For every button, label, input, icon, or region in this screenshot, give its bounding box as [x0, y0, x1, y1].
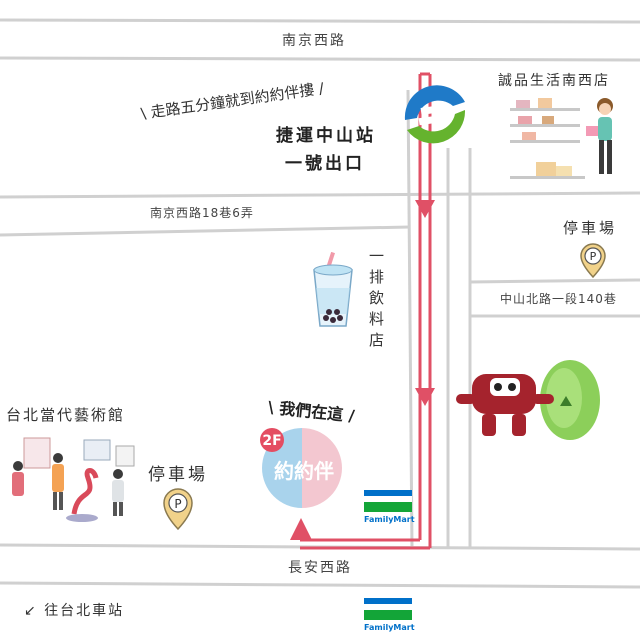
- road-label-zhongshan-140: 中山北路一段140巷: [500, 292, 617, 306]
- route-arrow-down-1: [415, 200, 435, 218]
- robot-mascot-illustration: [456, 360, 600, 440]
- shopping-illustration: [510, 98, 613, 179]
- road-label-nanjing-west: 南京西路: [282, 33, 346, 49]
- route-arrow-up: [290, 518, 312, 540]
- road-label-changan-west: 長安西路: [288, 560, 352, 576]
- familymart-logo-bottom: FamilyMart: [364, 598, 415, 632]
- route-arrow-down-2: [415, 388, 435, 406]
- brand-floor: 2F: [262, 433, 281, 449]
- familymart-label: FamilyMart: [364, 515, 415, 524]
- store-name: 誠品生活南西店: [498, 73, 610, 89]
- parking-symbol: P: [174, 497, 181, 511]
- museum-illustration: [12, 437, 135, 522]
- mrt-exit-name: 一號出口: [285, 154, 365, 174]
- slash-left-icon: \: [267, 397, 275, 418]
- to-station-hint: ↙ 往台北車站: [24, 603, 125, 619]
- mrt-logo-icon: [404, 85, 466, 144]
- parking-right-label: 停車場: [563, 219, 618, 237]
- parking-symbol: P: [590, 250, 597, 263]
- museum-name: 台北當代藝術館: [6, 406, 126, 424]
- familymart-label: FamilyMart: [364, 623, 415, 632]
- brand-logo: 2F 約約伴: [260, 428, 342, 508]
- curved-arrow-icon: ↙: [24, 603, 38, 619]
- parking-left-label: 停車場: [148, 465, 208, 485]
- brand-name: 約約伴: [274, 459, 334, 483]
- road-label-lane-18-6: 南京西路18巷6弄: [150, 206, 254, 220]
- drink-shop-label: 一排飲料店: [367, 248, 385, 353]
- parking-pin-icon: P: [580, 243, 606, 279]
- parking-pin-icon: P: [163, 488, 193, 531]
- mrt-station-name: 捷運中山站: [276, 126, 376, 146]
- bubble-tea-icon: [313, 252, 353, 327]
- familymart-logo-top: FamilyMart: [364, 490, 415, 524]
